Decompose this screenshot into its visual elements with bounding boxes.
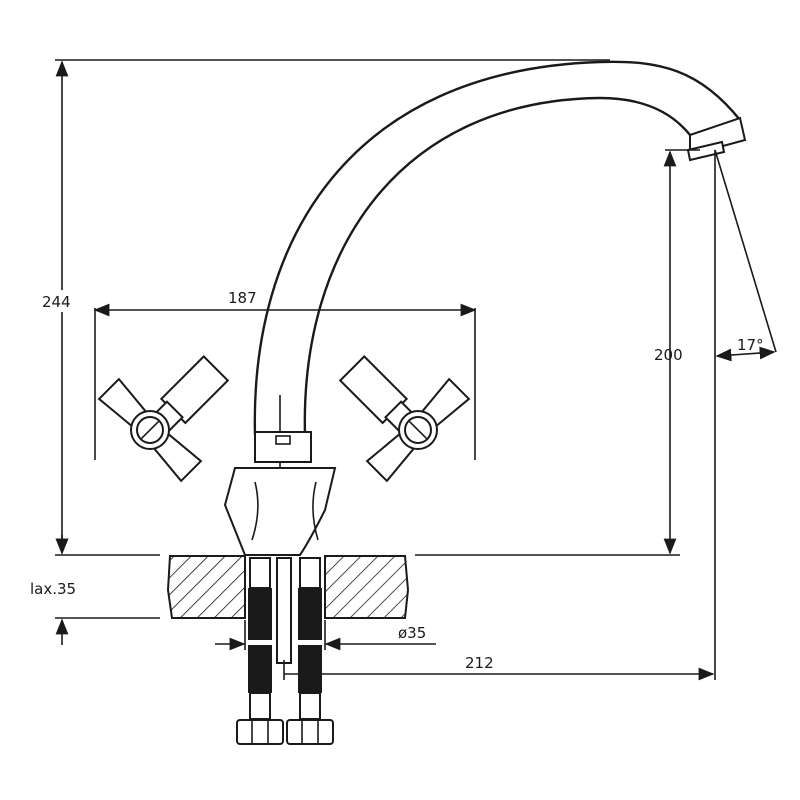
- handle-left: [97, 355, 230, 483]
- spout: [253, 60, 747, 555]
- dimension-label-187: 187: [228, 289, 257, 307]
- dimension-label-212: 212: [465, 654, 494, 672]
- dimension-label-200: 200: [654, 346, 683, 364]
- dimension-label-max35: lax.35: [30, 580, 76, 598]
- handle-right: [338, 355, 471, 483]
- dimension-total-height: 244: [38, 59, 680, 556]
- supply-hoses: [236, 557, 334, 745]
- dimension-counter-thickness: lax.35: [30, 535, 160, 645]
- dimension-spout-reach: 212: [283, 654, 715, 681]
- dimension-hole-diameter: ø35: [215, 620, 436, 651]
- faucet-body: [223, 431, 337, 556]
- dimension-label-17deg: 17°: [737, 336, 764, 354]
- dimension-spout-height: 200: [654, 149, 700, 555]
- dimension-spout-angle: 17°: [714, 149, 777, 680]
- dimension-label-diameter: ø35: [398, 624, 426, 642]
- dimension-handles-span: 187: [93, 289, 477, 460]
- countertop-section: [166, 555, 410, 619]
- dimension-label-244: 244: [42, 293, 71, 311]
